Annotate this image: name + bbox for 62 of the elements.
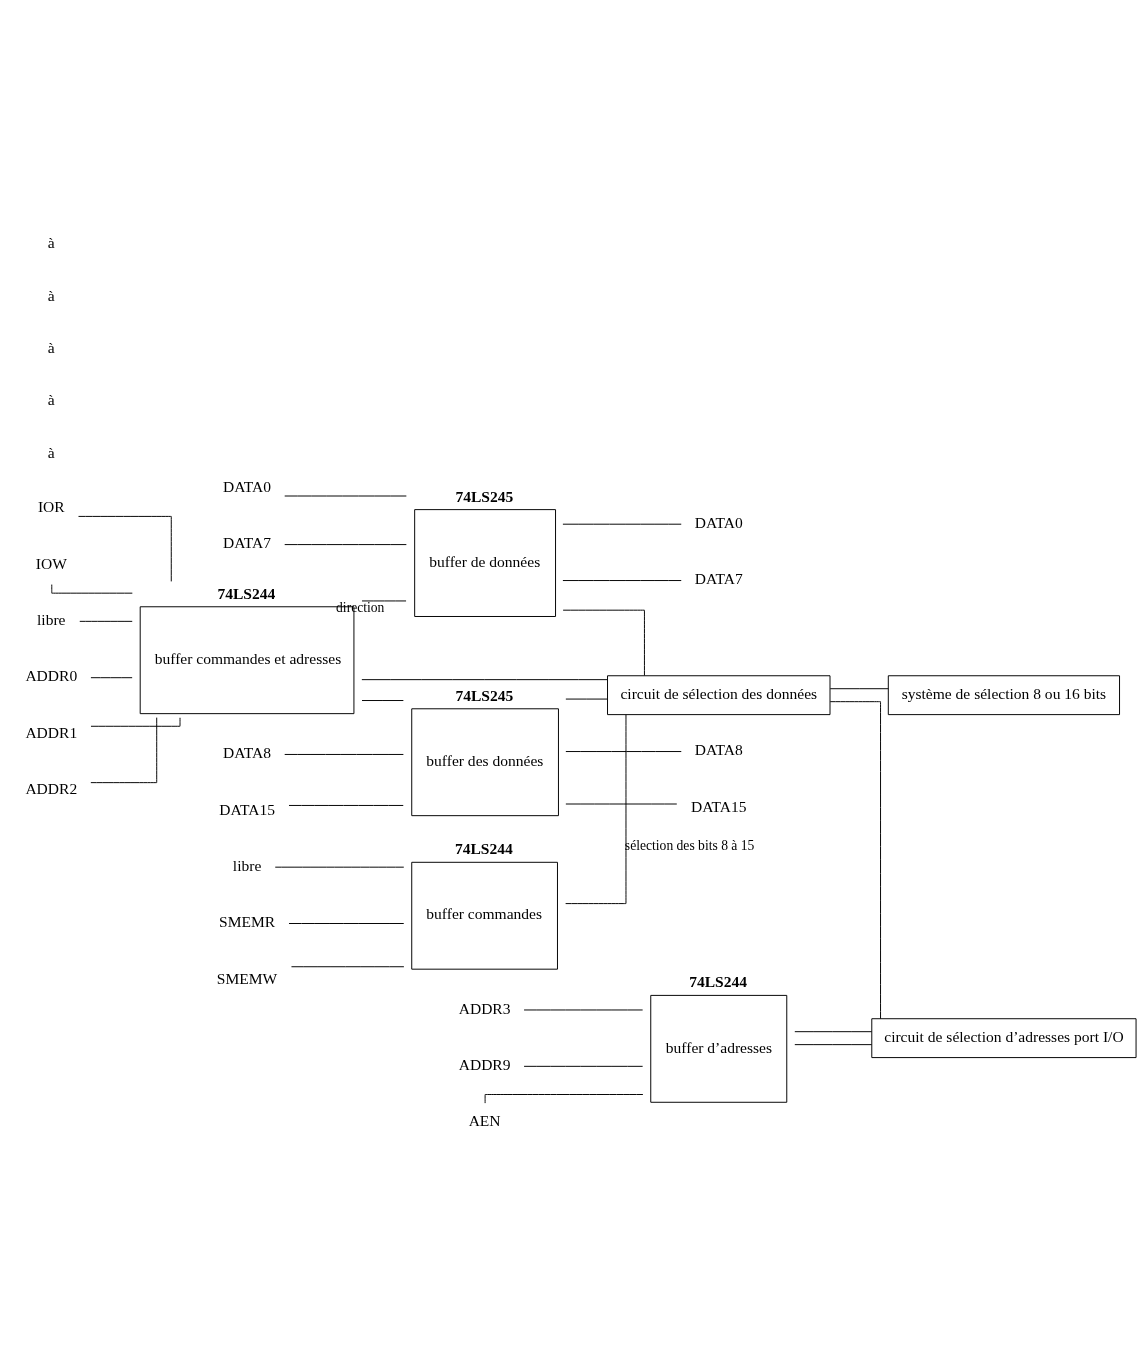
node-label: 74LS244 bbox=[217, 584, 276, 602]
node-text: DATA0 bbox=[694, 513, 743, 531]
node-text: ADDR0 bbox=[25, 667, 78, 685]
label: à bbox=[47, 286, 55, 304]
node-box: buffer de données bbox=[414, 509, 557, 617]
node-box: circuit de sélection d’adresses port I/O bbox=[871, 1018, 1137, 1059]
connector bbox=[565, 803, 678, 805]
node-text: IOR bbox=[37, 498, 65, 516]
connector bbox=[562, 609, 645, 676]
connector bbox=[288, 923, 405, 924]
label: à bbox=[47, 391, 55, 409]
node-box: système de sélection 8 ou 16 bits bbox=[887, 675, 1121, 716]
node-text: libre bbox=[232, 856, 262, 874]
connector bbox=[829, 688, 889, 690]
node-box: circuit de sélection des données bbox=[607, 675, 831, 716]
node-text: IOW bbox=[35, 554, 67, 572]
connector bbox=[284, 544, 407, 546]
node-text: DATA0 bbox=[223, 477, 272, 495]
connector bbox=[565, 698, 608, 700]
connector bbox=[523, 1065, 644, 1067]
label: à bbox=[47, 443, 55, 461]
connector bbox=[288, 804, 404, 806]
node-text: libre bbox=[37, 611, 66, 629]
edge-label: sélection des bits 8 à 15 bbox=[624, 838, 755, 854]
node-text: SMEMR bbox=[219, 913, 276, 931]
connector bbox=[794, 1031, 873, 1033]
connector bbox=[79, 620, 133, 622]
connector bbox=[361, 700, 404, 701]
connector bbox=[78, 515, 172, 582]
label: à bbox=[47, 234, 55, 252]
node-text: DATA8 bbox=[223, 744, 272, 762]
connector bbox=[90, 717, 181, 727]
connector bbox=[565, 751, 682, 753]
node-box: buffer des données bbox=[411, 708, 559, 817]
connector bbox=[90, 677, 133, 679]
node-text: ADDR2 bbox=[25, 780, 78, 798]
node-box: buffer d’adresses bbox=[650, 994, 788, 1103]
connector bbox=[794, 1044, 873, 1046]
node-text: DATA15 bbox=[219, 800, 275, 818]
connector bbox=[290, 966, 405, 968]
connector bbox=[284, 753, 404, 755]
connector bbox=[90, 717, 158, 784]
connector bbox=[829, 701, 881, 1020]
node-label: 74LS244 bbox=[454, 840, 513, 858]
node-text: ADDR1 bbox=[25, 723, 78, 741]
node-text: AEN bbox=[468, 1112, 501, 1130]
node-text: ADDR3 bbox=[458, 999, 511, 1017]
node-text: DATA7 bbox=[694, 570, 743, 588]
node-text: DATA8 bbox=[694, 741, 743, 759]
node-text: SMEMW bbox=[216, 969, 278, 987]
node-label: 74LS245 bbox=[455, 487, 514, 505]
node-label: 74LS245 bbox=[455, 686, 514, 704]
connector bbox=[562, 580, 682, 582]
label: à bbox=[47, 339, 55, 356]
connector bbox=[565, 714, 627, 905]
connector bbox=[562, 523, 682, 525]
node-text: ADDR9 bbox=[458, 1056, 511, 1074]
node-box: buffer commandes bbox=[411, 861, 558, 970]
node-text: DATA7 bbox=[223, 534, 272, 552]
node-label: 74LS244 bbox=[689, 973, 747, 991]
connector bbox=[361, 679, 608, 681]
node-text: DATA15 bbox=[690, 797, 747, 815]
